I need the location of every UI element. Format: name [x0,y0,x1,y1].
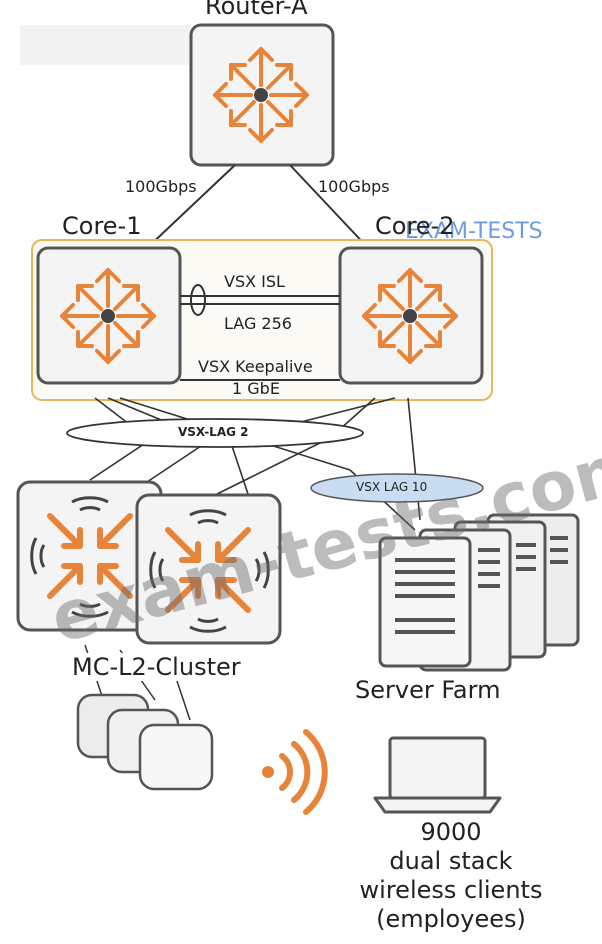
router-a-label: Router-A [205,0,308,20]
vsx-lag-10-label: VSX LAG 10 [356,480,428,494]
uplink-right-line [289,164,371,251]
keepalive-speed-label: 1 GbE [232,379,280,398]
wireless-signal-icon [262,729,328,815]
server-farm-icon[interactable] [378,513,580,672]
core-2-label: Core-2 [375,212,455,240]
watermark-top: EXAM-TESTS [405,219,543,244]
lag-ellipse [190,284,206,316]
cluster-label: MC-L2-Cluster [68,653,245,681]
gateway-1-signal-icon [30,496,109,618]
keepalive-label: VSX Keepalive [198,357,313,376]
clients-group: (employees) [376,905,526,933]
core-1-label: Core-1 [62,212,142,240]
gateway-2-signal-icon [149,509,270,633]
lag-256-label: LAG 256 [224,314,292,333]
server-farm-label: Server Farm [355,676,501,704]
clients-desc: wireless clients [359,876,543,904]
uplink-left-label: 100Gbps [125,177,197,196]
isl-label: VSX ISL [224,272,285,291]
clients-count: 9000 [420,818,482,846]
laptop-icon[interactable] [373,736,502,814]
vsx-lag-2-ellipse [66,418,364,448]
clients-label: 9000 dual stack wireless clients (employ… [0,818,602,934]
vsx-lag-2-label: VSX-LAG 2 [178,425,249,439]
clients-type: dual stack [389,847,513,875]
vsx-lag-10-pill [310,473,484,503]
uplink-left-line [144,164,236,251]
uplink-right-label: 100Gbps [318,177,390,196]
faded-header-area [20,25,190,65]
